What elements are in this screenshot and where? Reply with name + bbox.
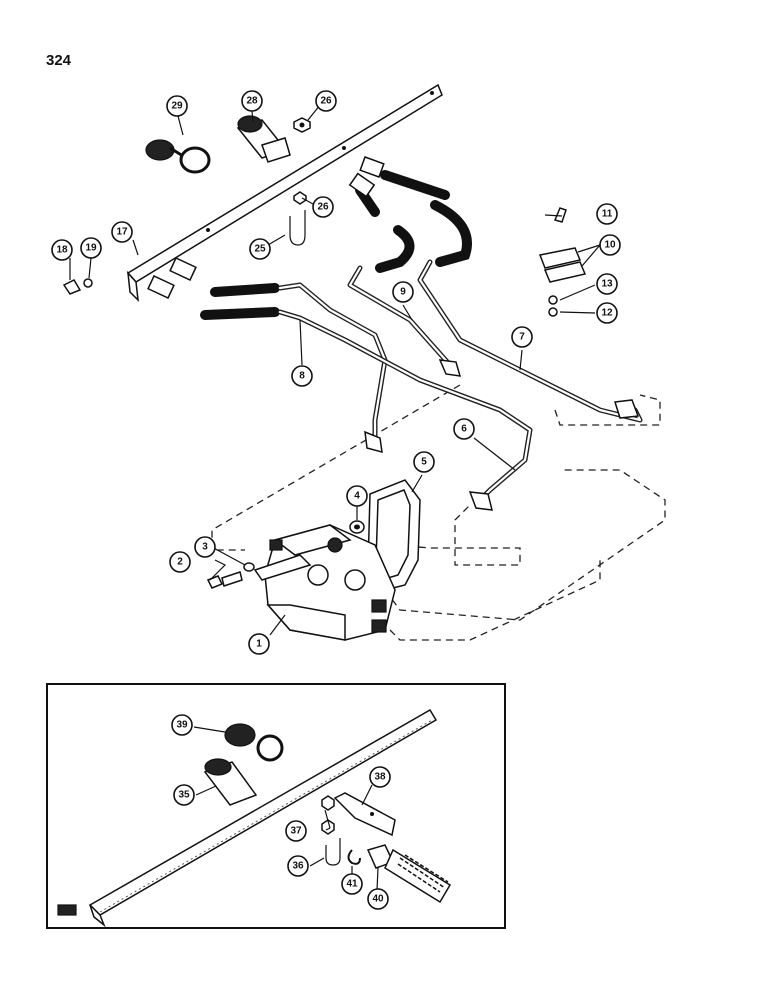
svg-text:39: 39: [176, 720, 188, 731]
routing-dashes: [211, 384, 666, 641]
inset-dust-cap: [224, 723, 284, 762]
nut: [293, 117, 311, 133]
inset-bracket: [57, 708, 438, 928]
callout-29: 29: [166, 95, 188, 117]
svg-text:10: 10: [604, 240, 616, 251]
svg-text:17: 17: [116, 227, 128, 238]
svg-text:7: 7: [519, 332, 525, 343]
svg-text:11: 11: [602, 209, 613, 220]
dust-cap: [145, 139, 211, 174]
callout-18: 18: [51, 239, 73, 261]
callout-19: 19: [80, 237, 102, 259]
svg-text:35: 35: [178, 790, 190, 801]
callout-6: 6: [453, 418, 475, 440]
u-bolt: [289, 210, 306, 246]
svg-text:26: 26: [317, 202, 329, 213]
callout-38: 38: [369, 766, 391, 788]
svg-text:5: 5: [421, 457, 427, 468]
washer: [349, 520, 365, 534]
svg-text:38: 38: [374, 772, 386, 783]
callout-2: 2: [169, 551, 191, 573]
callout-25: 25: [249, 238, 271, 260]
callout-35: 35: [173, 784, 195, 806]
svg-text:13: 13: [601, 279, 613, 290]
svg-text:41: 41: [346, 879, 358, 890]
svg-text:18: 18: [56, 245, 68, 256]
bolt-washer: [62, 278, 93, 295]
inset-clip: [347, 849, 361, 865]
quick-coupler: [236, 115, 291, 163]
svg-text:26: 26: [320, 96, 332, 107]
callout-1: 1: [248, 633, 270, 655]
svg-text:1: 1: [256, 639, 262, 650]
svg-text:9: 9: [400, 287, 406, 298]
hoses-upper: [147, 156, 472, 320]
page-number: 324: [46, 52, 72, 69]
svg-text:2: 2: [177, 557, 183, 568]
valve-bolt: [206, 562, 255, 589]
nut-bracket: [293, 191, 307, 205]
inset-leader-lines: [193, 726, 379, 891]
callout-11: 11: [596, 203, 618, 225]
inset-fitting-hose: [366, 844, 452, 904]
callout-37: 37: [285, 820, 307, 842]
callout-10: 10: [599, 234, 621, 256]
svg-text:36: 36: [292, 861, 304, 872]
svg-text:40: 40: [372, 894, 384, 905]
clamp-hardware: [538, 207, 587, 317]
steel-lines: [277, 259, 643, 511]
svg-text:28: 28: [246, 96, 258, 107]
callout-3: 3: [194, 536, 216, 558]
control-valve: [253, 524, 396, 641]
inset-frame: [46, 683, 506, 929]
callout-12: 12: [596, 302, 618, 324]
callout-26: 26: [315, 90, 337, 112]
callout-36: 36: [287, 855, 309, 877]
callout-41: 41: [341, 873, 363, 895]
svg-text:8: 8: [299, 371, 305, 382]
svg-text:25: 25: [254, 244, 266, 255]
svg-text:3: 3: [202, 542, 208, 553]
callout-5: 5: [413, 451, 435, 473]
callout-8: 8: [291, 365, 313, 387]
callout-39: 39: [171, 714, 193, 736]
svg-text:37: 37: [290, 826, 302, 837]
inset-u-bolt: [325, 838, 341, 866]
callout-9: 9: [392, 281, 414, 303]
svg-text:29: 29: [171, 101, 183, 112]
callout-7: 7: [511, 326, 533, 348]
callout-28: 28: [241, 90, 263, 112]
inset-plate: [333, 792, 396, 837]
leader-lines: [69, 104, 601, 636]
callout-4: 4: [346, 485, 368, 507]
callout-13: 13: [596, 273, 618, 295]
svg-text:4: 4: [354, 491, 360, 502]
callout-17: 17: [111, 221, 133, 243]
inset-nuts: [321, 795, 335, 835]
svg-text:19: 19: [85, 243, 97, 254]
mounting-bracket: [126, 83, 443, 303]
svg-text:12: 12: [601, 308, 613, 319]
svg-text:6: 6: [461, 424, 467, 435]
callout-40: 40: [367, 888, 389, 910]
inset-coupler: [203, 758, 258, 806]
callout-26-second: 26: [312, 196, 334, 218]
